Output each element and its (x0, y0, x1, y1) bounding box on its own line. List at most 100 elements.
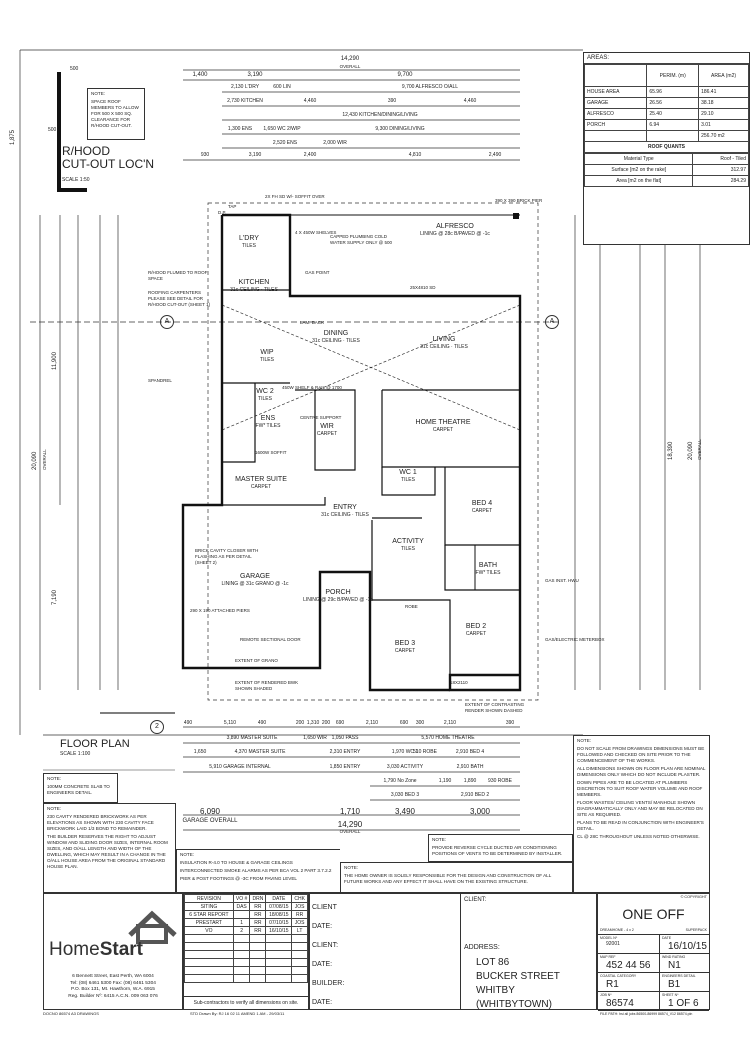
room-finish: LINING @ 29c B/PAVED @ -1c (303, 597, 373, 603)
dim-label: 1,190 (438, 778, 452, 784)
field-label: SHEET Nº (662, 993, 679, 997)
dim-overall-label: OVERALL (339, 64, 361, 69)
room-name: WC 2 (256, 388, 274, 395)
dim-label: 2,910 BED 2 (460, 792, 490, 798)
rhood-wall-detail (57, 72, 61, 192)
signoff-client: CLIENT: (312, 942, 339, 949)
dim-label: 4,370 MASTER SUITE (234, 749, 286, 755)
dim-label: 500 (70, 66, 79, 72)
areas-total: 256.70 m2 (698, 130, 749, 142)
dim-label: 490 (183, 720, 193, 726)
field-label: ENGINEERS DETAIL (662, 974, 696, 978)
dim-label: 1,710 (339, 807, 361, 816)
insulation-note: NOTE: INSULATION R-4.0 TO HOUSE & GARAGE… (176, 849, 340, 893)
dim-label: 2,110 (365, 720, 379, 726)
dim-label: OVERALL (339, 829, 361, 834)
field-label: JOB Nº (600, 993, 612, 997)
rhood-wall-detail (57, 188, 87, 192)
dim-label: 5,910 GARAGE INTERNAL (209, 764, 271, 770)
dim-label: 930 (200, 152, 210, 158)
brickwork-note: NOTE: 230 CAVITY RENDERED BRICKWORK AS P… (43, 803, 176, 893)
field-label: DATE (662, 936, 672, 940)
dim-label: 3,190 (247, 72, 263, 78)
header-area: AREA (m2) (698, 64, 749, 87)
dim-label: 11,900 (52, 352, 58, 370)
field-label: MAP REF (600, 955, 616, 959)
roof-title: ROOF QUANTS (584, 141, 749, 153)
dim-label: 5,110 (223, 720, 237, 726)
room-finish: LINING @ 28c B/PAVED @ -1c (420, 231, 490, 237)
std-drawn: STD Drawn By: RJ 16 02 11 AMEND 1 AM - 2… (190, 1011, 285, 1016)
dim-label: 9,300 DINING/LIVING (375, 126, 425, 132)
plan-annotation: ROOFING CARPENTERS PLEASE SEE DETAIL FOR… (148, 290, 211, 307)
dim-label: 1,650 (193, 749, 207, 755)
dim-label: 390 (505, 720, 515, 726)
dim-label: 3,000 (469, 807, 491, 816)
field-value: 452 44 56 (606, 960, 651, 971)
field-value: 86574 (606, 998, 634, 1009)
room-name: ALFRESCO (436, 223, 474, 230)
dim-label: 510 ROBE (413, 749, 437, 755)
dim-label: 3,030 ACTIVITY (386, 764, 424, 770)
dim-label: 1,310 (306, 720, 320, 726)
dim-label: GARAGE OVERALL (182, 818, 238, 824)
room-name: GARAGE (240, 573, 270, 580)
dim-label: 930 ROBE (488, 778, 512, 784)
section-marker: 2 (150, 720, 164, 734)
plan-annotation: 2x FH SD W/- SOFFIT OVER (265, 194, 325, 199)
dim-label: 2,110 (443, 720, 457, 726)
field-value: R1 (606, 979, 619, 990)
dim-label: OVERALL (42, 449, 47, 470)
dim-label: 690 (399, 720, 409, 726)
room-finish: LINING @ 31c GRANO @ -1c (221, 581, 289, 587)
dim-label: 6,090 (199, 807, 221, 816)
room-name: L'DRY (239, 235, 259, 242)
dim-label: 200 (321, 720, 331, 726)
plan-annotation: 1600w SOFFIT (255, 450, 287, 455)
room-name: BED 3 (394, 640, 416, 647)
dim-label: 690 (335, 720, 345, 726)
section-marker: A (160, 315, 174, 329)
client-label: CLIENT: (464, 897, 487, 903)
dim-label: 5,570 HOME THEATRE (421, 735, 475, 741)
note-title: NOTE: (91, 91, 106, 96)
company-block: HomeStart 6 Bennett Street, East Perth, … (43, 893, 183, 1010)
room-name: ENTRY (333, 504, 357, 511)
dim-label: 1,650 WIR (303, 735, 327, 741)
dim-label: 2,910 BATH (456, 764, 484, 770)
dim-label: 3,890 MASTER SUITE (226, 735, 278, 741)
rhood-scale: SCALE 1:50 (62, 177, 90, 183)
dim-label: 1,970 WC 1 (391, 749, 419, 755)
field-value: 92001 (606, 941, 620, 947)
room-finish: FW* TILES (255, 423, 281, 429)
room-name: HOME THEATRE (415, 419, 471, 426)
plan-annotation: 25x4810 SD (410, 285, 436, 290)
room-name: BED 2 (465, 623, 487, 630)
plan-annotation: BRICK CAVITY CLOSER WITH FLASHING AS PER… (195, 548, 259, 565)
dim-label: 2,730 KITCHEN (227, 98, 263, 104)
floor-plan-scale: SCALE 1:100 (60, 751, 91, 757)
doc-number: DOCNO 86574 A3 DRAWINGS (43, 1011, 99, 1016)
field-label: COASTAL CATEGORY (600, 974, 637, 978)
dim-label: 9,700 (397, 72, 413, 78)
dim-label: 600 LIN (273, 84, 291, 90)
